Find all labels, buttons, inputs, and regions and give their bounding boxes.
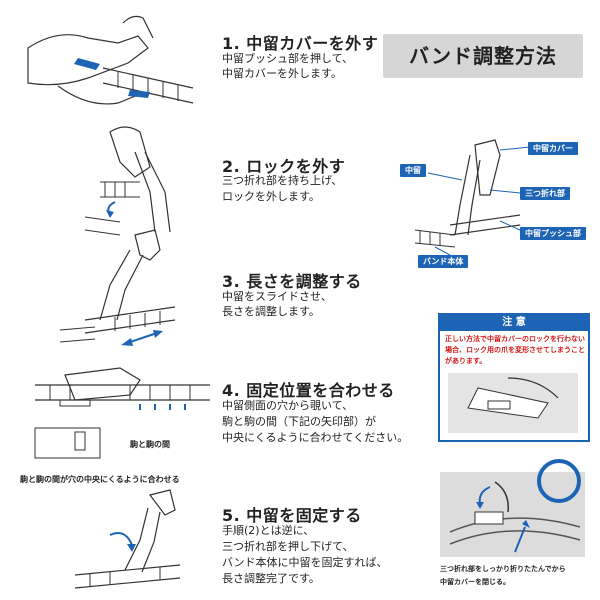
step2-line1: 三つ折れ部を持ち上げ、 [222,173,342,188]
caution-line1: 正しい方法で中留カバーのロックを行わない [445,334,583,345]
highlight-circle-icon [536,458,582,504]
caution-heading: 注 意 [440,315,588,331]
step1-line1: 中留プッシュ部を押して、 [222,51,353,66]
step4-line2: 駒と駒の間（下記の矢印部）が [222,414,376,429]
caution-line3: があります。 [445,356,583,367]
label-clasp: 中留 [400,164,426,177]
label-band-body: バンド本体 [418,255,468,268]
step4-illustration [20,360,220,460]
caution-box: 注 意 正しい方法で中留カバーのロックを行わない 場合、ロック用の爪を変形させて… [438,313,590,442]
step5-line1: 手順(2)とは逆に、 [222,523,314,538]
step3-line2: 長さを調整します。 [222,304,320,319]
step4-center-caption: 駒と駒の間が穴の中央にくるように合わせる [20,474,180,485]
step5-illustration [70,490,200,595]
step4-line1: 中留側面の穴から覗いて、 [222,398,353,413]
step4-line3: 中央にくるように合わせてください。 [222,430,408,445]
step4-gap-caption: 駒と駒の間 [130,439,170,450]
caution-illustration [448,373,578,433]
step5-line4: 長さ調整完了です。 [222,571,320,586]
step3-illustration [55,225,215,355]
step1-illustration [18,8,198,128]
step5-photo-caption-line2: 中留カバーを閉じる。 [440,577,510,587]
caution-text: 正しい方法で中留カバーのロックを行わない 場合、ロック用の爪を変形させてしまうこ… [440,331,588,370]
caution-line2: 場合、ロック用の爪を変形させてしまうこと [445,345,583,356]
label-fold-section: 三つ折れ部 [520,187,570,200]
step1-line2: 中留カバーを外します。 [222,66,342,81]
label-clasp-cover: 中留カバー [528,142,578,155]
step3-line1: 中留をスライドさせ、 [222,289,332,304]
step5-photo-caption-line1: 三つ折れ部をしっかり折りたたんでから [440,564,566,574]
step5-line2: 三つ折れ部を押し下げて、 [222,539,353,554]
step2-illustration [80,122,210,242]
step2-line2: ロックを外します。 [222,189,320,204]
step5-line3: バンド本体に中留を固定すれば、 [222,555,388,570]
page-title-banner: バンド調整方法 [383,34,583,78]
label-push-section: 中留プッシュ部 [520,227,586,240]
